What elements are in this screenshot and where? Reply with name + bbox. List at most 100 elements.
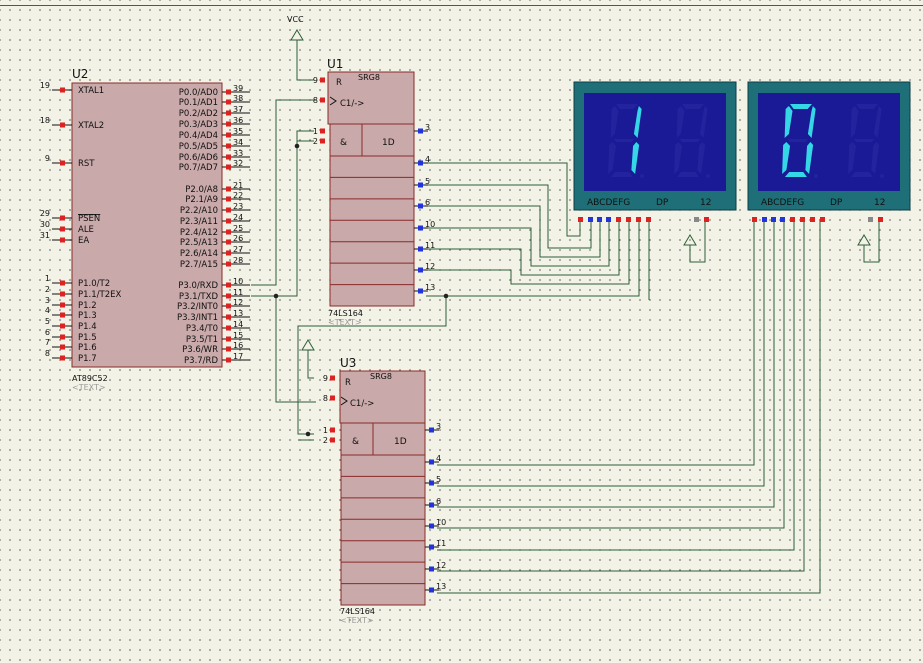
u2-pin[interactable]: 8P1.7 — [45, 349, 97, 364]
sr-input-pin[interactable]: 9 — [323, 374, 335, 383]
display-pin-marker[interactable] — [597, 217, 602, 222]
sr-output-pin[interactable]: 5 — [414, 177, 430, 188]
display-pin-marker[interactable] — [752, 217, 757, 222]
display-pin-marker[interactable] — [771, 217, 776, 222]
sr-output-pin[interactable]: 11 — [425, 539, 446, 550]
display-pin-marker[interactable] — [790, 217, 795, 222]
sr-output-pin[interactable]: 6 — [414, 198, 430, 209]
u2-pin[interactable]: 7P1.6 — [45, 338, 97, 353]
sr-input-pin[interactable]: 8 — [313, 96, 325, 105]
display-pin-marker[interactable] — [646, 217, 651, 222]
display-pin-marker[interactable] — [588, 217, 593, 222]
sr-output-pin[interactable]: 5 — [425, 475, 441, 486]
display-pin-marker[interactable] — [636, 217, 641, 222]
sr-output-pin[interactable]: 12 — [425, 561, 446, 572]
display-pin-marker[interactable] — [780, 217, 785, 222]
display-pin-marker[interactable] — [616, 217, 621, 222]
sr-input-pin[interactable]: 8 — [323, 394, 335, 403]
pin-marker — [60, 291, 65, 297]
u2-pin[interactable]: 6P1.5 — [45, 328, 97, 343]
display-pin-marker[interactable] — [868, 217, 873, 222]
sr-output-pin[interactable]: 3 — [425, 422, 441, 433]
sr-output-pin[interactable]: 12 — [414, 262, 435, 273]
sr-output-pin[interactable]: 10 — [425, 518, 446, 529]
wire-u1-q-d — [428, 219, 610, 267]
display-pin-marker[interactable] — [800, 217, 805, 222]
pin-marker — [418, 182, 423, 188]
sr-output-pin[interactable]: 4 — [425, 454, 441, 465]
sr-output-pin[interactable]: 4 — [414, 155, 430, 166]
display-pin-marker[interactable] — [878, 217, 883, 222]
segment-d — [676, 172, 699, 177]
display-pin-marker[interactable] — [820, 217, 825, 222]
display-pin-marker[interactable] — [578, 217, 583, 222]
vcc-arrow-icon[interactable] — [290, 29, 304, 41]
sr-output-pin[interactable]: 10 — [414, 220, 435, 231]
display-pin-marker[interactable] — [694, 217, 699, 222]
power-arrow-icon[interactable] — [857, 234, 871, 246]
sr-input-pin[interactable]: 1 — [313, 127, 325, 136]
display-pin-marker[interactable] — [704, 217, 709, 222]
u1-control-block[interactable] — [327, 71, 415, 125]
sr-output-pin[interactable]: 13 — [414, 283, 435, 294]
u2-pin[interactable]: 5P1.4 — [45, 317, 97, 332]
sr-input-pin[interactable]: 2 — [313, 137, 325, 146]
display-pin-marker[interactable] — [626, 217, 631, 222]
display-pin-marker[interactable] — [606, 217, 611, 222]
sr-output-pin[interactable]: 6 — [425, 497, 441, 508]
display-dp-label: DP — [656, 198, 669, 208]
sr-output-pin[interactable]: 13 — [425, 582, 446, 593]
power-arrow-icon[interactable] — [301, 339, 315, 351]
u2-pin[interactable]: 4P1.3 — [45, 306, 97, 321]
power-arrow-icon[interactable] — [683, 234, 697, 246]
sr-input-pin[interactable]: 1 — [323, 426, 335, 435]
u3-control-block[interactable] — [339, 370, 426, 424]
sr-output-pin[interactable]: 11 — [414, 241, 435, 252]
u2-body[interactable] — [71, 82, 223, 368]
u2-pin[interactable]: 3P1.2 — [45, 296, 97, 311]
u2-pin[interactable]: 1P1.0/T2 — [45, 274, 110, 289]
sr-input-pin[interactable]: 2 — [323, 436, 335, 445]
display-pin-marker[interactable] — [762, 217, 767, 222]
u2-microcontroller[interactable]: U2 19XTAL118XTAL29RST29PSEN30ALE31EA1P1.… — [40, 67, 250, 392]
sr-output-pin[interactable]: 3 — [414, 123, 430, 134]
sr-input-pin[interactable]: 9 — [313, 76, 325, 85]
display-pin-marker[interactable] — [810, 217, 815, 222]
u2-pin[interactable]: 2P1.1/T2EX — [45, 285, 122, 300]
